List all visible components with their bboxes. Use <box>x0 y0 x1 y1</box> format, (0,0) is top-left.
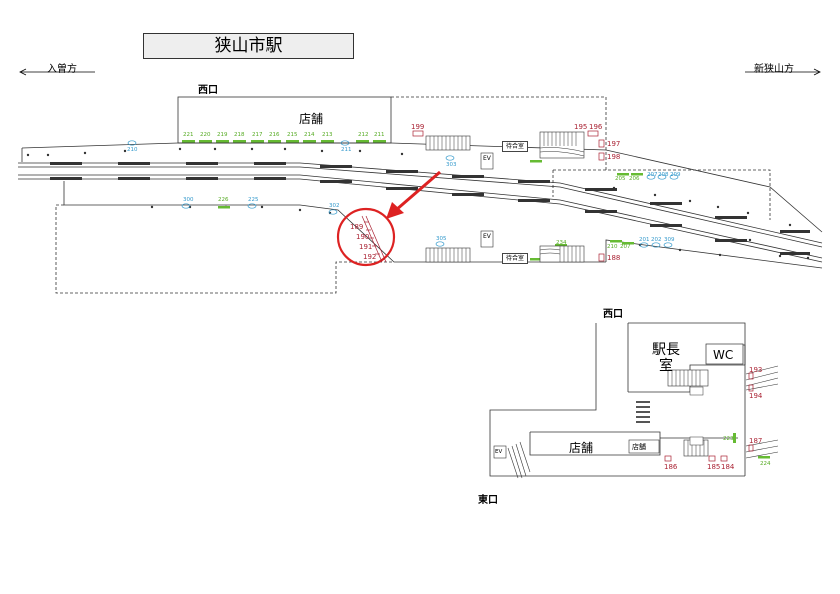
waiting-room-bottom: 待合室 <box>502 253 528 264</box>
num-green-220: 220 <box>200 132 211 138</box>
highlight-circle <box>336 207 396 267</box>
west-exit-top-label: 西口 <box>198 85 218 96</box>
num-red-190: 190 <box>356 233 370 241</box>
num-blue-210: 210 <box>127 147 138 153</box>
num-blue-300: 300 <box>183 197 194 203</box>
station-title: 狭山市駅 <box>143 33 354 59</box>
num-green-218: 218 <box>234 132 245 138</box>
waiting-room-top: 待合室 <box>502 141 528 152</box>
highlight-arrow <box>386 170 441 219</box>
station-office-line1: 駅長 <box>652 342 680 358</box>
num-blue-207: 207 <box>647 172 658 178</box>
num-red-184: 184 <box>721 463 735 471</box>
ev-label-concourse: EV <box>495 449 503 455</box>
num-green-213: 213 <box>322 132 333 138</box>
num-red-191: 191 <box>359 243 373 251</box>
num-green-205: 205 <box>615 176 626 182</box>
num-blue-303: 303 <box>446 162 457 168</box>
num-blue-305: 305 <box>436 236 447 242</box>
num-blue-309: 309 <box>664 237 675 243</box>
num-red-192: 192 <box>363 253 377 261</box>
stairs-lower-left <box>425 247 471 263</box>
num-blue-202: 202 <box>651 237 662 243</box>
direction-left-label: 入曽方 <box>47 64 77 75</box>
ev-label-top: EV <box>483 155 491 162</box>
west-exit-concourse-label: 西口 <box>603 309 623 320</box>
station-office-line2: 室 <box>659 358 673 374</box>
wc-box <box>705 343 744 365</box>
num-blue-208: 208 <box>658 172 669 178</box>
num-blue-302: 302 <box>329 203 340 209</box>
num-green-215: 215 <box>287 132 298 138</box>
num-green-221: 221 <box>183 132 194 138</box>
num-red-196: 196 <box>589 123 603 131</box>
num-red-198: 198 <box>607 153 621 161</box>
escalator-upper-right <box>539 131 585 159</box>
ev-label-bottom: EV <box>483 233 491 240</box>
num-green-224: 224 <box>760 461 771 467</box>
num-green-217: 217 <box>252 132 263 138</box>
num-red-194: 194 <box>749 392 763 400</box>
escalator-lower-right <box>539 245 585 263</box>
shop-label-top: 店舗 <box>299 112 324 126</box>
num-blue-201: 201 <box>639 237 650 243</box>
shop-small-label: 店舗 <box>632 443 646 451</box>
num-red-197: 197 <box>607 140 621 148</box>
num-blue-209: 209 <box>670 172 681 178</box>
direction-left-arrow <box>19 68 95 76</box>
num-red-185: 185 <box>707 463 721 471</box>
num-green-210b: 210 <box>607 244 618 250</box>
shop-box-top <box>177 96 392 144</box>
num-red-188: 188 <box>607 254 621 262</box>
num-green-223: 223 <box>723 436 734 442</box>
num-green-214: 214 <box>304 132 315 138</box>
num-blue-211: 211 <box>341 147 352 153</box>
num-red-186: 186 <box>664 463 678 471</box>
num-green-212: 212 <box>358 132 369 138</box>
ev-box-lower <box>480 230 494 248</box>
num-red-187: 187 <box>749 437 763 445</box>
east-exit-label: 東口 <box>478 495 498 506</box>
num-green-226: 226 <box>218 197 229 203</box>
direction-right-arrow <box>745 68 821 76</box>
num-red-199: 199 <box>411 123 425 131</box>
concourse-outline <box>489 322 746 477</box>
num-blue-225: 225 <box>248 197 259 203</box>
shop-label-concourse: 店舗 <box>569 441 594 455</box>
num-green-216: 216 <box>269 132 280 138</box>
concourse-stairs-upper <box>667 369 709 387</box>
num-green-211: 211 <box>374 132 385 138</box>
num-green-234: 234 <box>556 240 567 246</box>
num-green-206: 206 <box>629 176 640 182</box>
ev-box-upper <box>480 152 494 170</box>
direction-right-label: 新狭山方 <box>754 64 794 75</box>
concourse-escalator-left <box>507 441 531 479</box>
shop-small-box <box>628 439 660 454</box>
num-green-219: 219 <box>217 132 228 138</box>
num-red-189: 189 <box>350 223 364 231</box>
num-red-195: 195 <box>574 123 588 131</box>
num-green-207b: 207 <box>620 244 631 250</box>
wc-label: WC <box>713 348 734 362</box>
stairs-upper-left <box>425 135 471 151</box>
num-red-193: 193 <box>749 366 763 374</box>
